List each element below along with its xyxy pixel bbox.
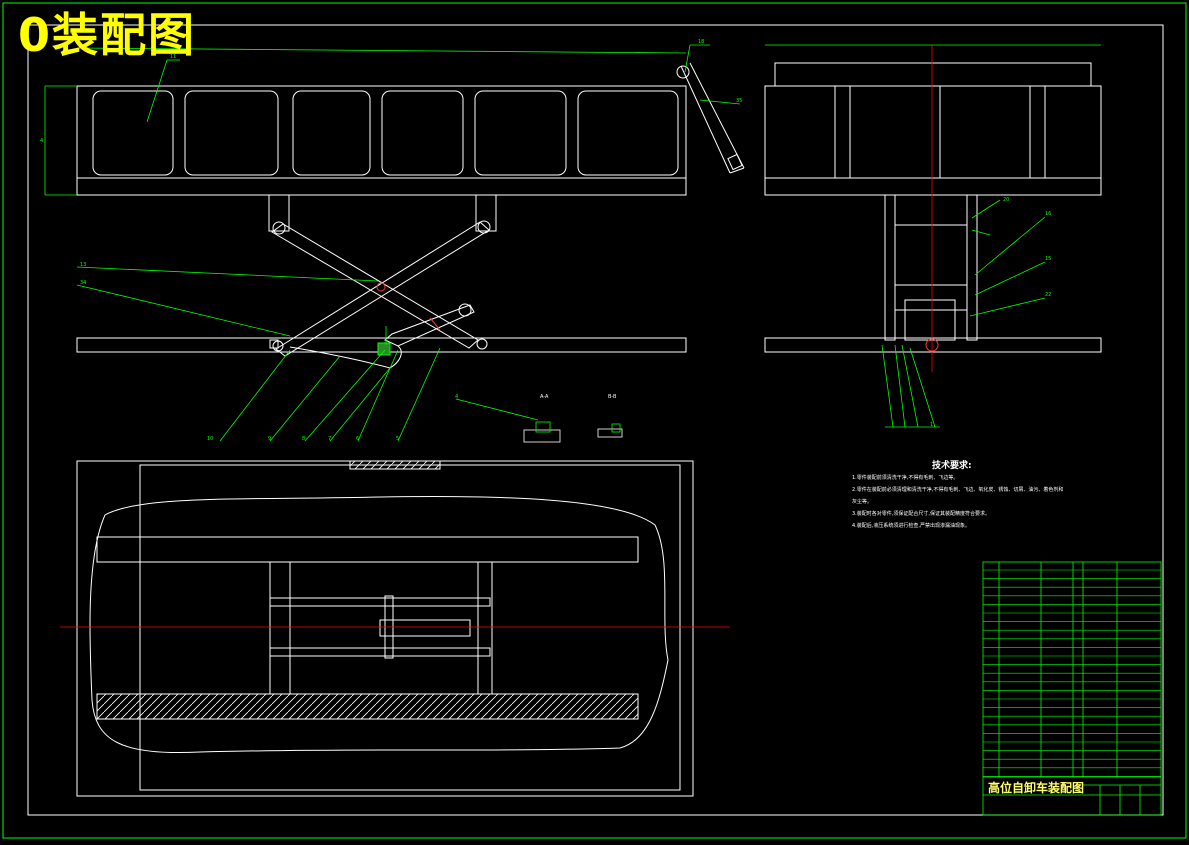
svg-text:13: 13 (80, 262, 86, 268)
drawing-title: 0装配图 (18, 8, 197, 62)
technical-note: 4.装配后,液压系统须进行检查,严禁出现渗漏油现象。 (852, 523, 970, 529)
svg-text:7: 7 (328, 436, 331, 442)
drawing-name: 高位自卸车装配图 (988, 781, 1085, 795)
side-view (764, 62, 1102, 353)
svg-text:10: 10 (207, 436, 213, 442)
svg-text:1: 1 (930, 422, 933, 428)
front-view (76, 62, 745, 369)
svg-text:20: 20 (1003, 197, 1009, 203)
title-block (982, 561, 1162, 816)
cargo-box (76, 85, 687, 196)
technical-note: 1.零件装配前须清洗干净,不得有毛刺、飞边等。 (852, 475, 959, 481)
inner-border (27, 24, 1164, 816)
svg-text:4: 4 (455, 394, 458, 400)
scissor-mechanism (271, 220, 491, 357)
svg-text:22: 22 (1045, 292, 1051, 298)
svg-text:5: 5 (396, 436, 399, 442)
svg-text:4: 4 (40, 138, 43, 144)
svg-text:6: 6 (356, 436, 359, 442)
side-view-leader-numbers: 20 16 15 22 1 (930, 197, 1051, 428)
front-view-leader-numbers: 11 18 35 13 34 10 9 8 7 6 5 4 4 (40, 39, 742, 442)
svg-text:34: 34 (80, 280, 86, 286)
svg-text:11: 11 (170, 54, 176, 60)
svg-text:9: 9 (268, 436, 271, 442)
svg-text:18: 18 (698, 39, 704, 45)
svg-text:8: 8 (302, 436, 305, 442)
technical-requirements-list: 1.零件装配前须清洗干净,不得有毛刺、飞边等。 2.零件在装配前必须清理和清洗干… (852, 472, 1082, 532)
svg-text:15: 15 (1045, 256, 1051, 262)
technical-note: 2.零件在装配前必须清理和清洗干净,不得有毛刺、飞边、氧化皮、锈蚀、切屑、油污、… (852, 487, 1064, 493)
svg-text:35: 35 (736, 98, 742, 104)
technical-note: 3.装配时各对零件,须保证配合尺寸,保证其装配精度符合要求。 (852, 511, 990, 517)
rear-gate (676, 62, 745, 174)
technical-requirements-heading: 技术要求: (932, 461, 972, 471)
side-view-leaders (765, 44, 1101, 428)
top-view (76, 460, 694, 797)
svg-text:16: 16 (1045, 211, 1051, 217)
section-details (523, 421, 623, 443)
technical-note: 灰尘等。 (852, 499, 873, 505)
section-label-b: B-B (608, 394, 617, 400)
front-view-leaders (44, 44, 741, 442)
section-label-a: A-A (540, 394, 549, 400)
bom-rows (983, 569, 1161, 777)
